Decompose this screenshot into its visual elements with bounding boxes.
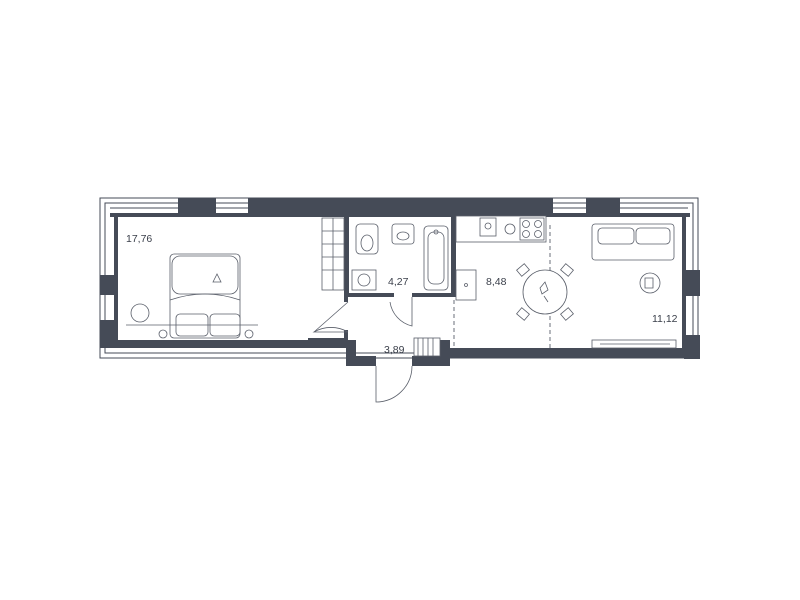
hallway-area-label: 3,89 xyxy=(384,344,405,356)
bedroom-area-label: 17,76 xyxy=(126,233,152,245)
hallway-furniture xyxy=(413,337,441,357)
kitchen-area-label: 8,48 xyxy=(486,276,507,288)
zone-lines xyxy=(453,225,551,348)
bedroom-furniture xyxy=(126,217,345,339)
bathroom-fixtures xyxy=(351,223,449,291)
bathroom-area-label: 4,27 xyxy=(388,276,409,288)
living-furniture xyxy=(591,223,677,349)
kitchen-furniture xyxy=(455,215,574,321)
living-area-label: 11,12 xyxy=(652,313,678,325)
walls xyxy=(100,198,700,366)
doors xyxy=(312,297,413,403)
